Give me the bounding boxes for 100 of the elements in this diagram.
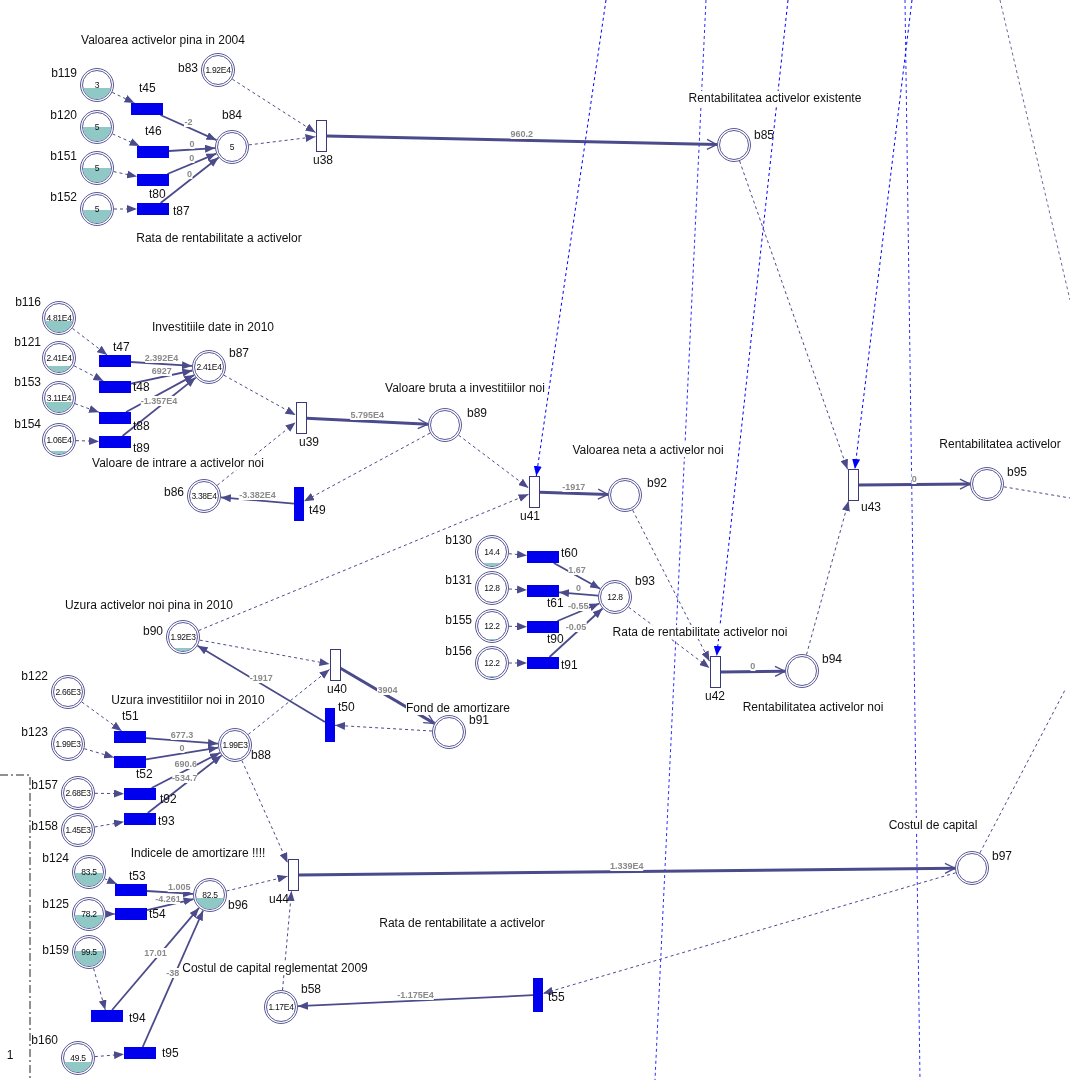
annotation-text: Rata de rentabilitate activelor noi xyxy=(612,625,788,639)
annotation-text: Rentabilitatea activelor noi xyxy=(742,700,884,714)
place-circle xyxy=(608,478,642,512)
token-value: 2.41E4 xyxy=(196,362,222,372)
dashed-arrow xyxy=(241,760,288,864)
token-value: 82.5 xyxy=(202,890,218,900)
token-value: 5 xyxy=(94,122,100,132)
place-circle xyxy=(61,1041,95,1075)
place-circle xyxy=(80,192,114,226)
dashed-arrow xyxy=(112,133,141,147)
node-name-label: b158 xyxy=(31,820,58,833)
dashed-arrow xyxy=(334,721,433,732)
node-name-label: u38 xyxy=(313,154,334,167)
edge-label: -4.261 xyxy=(155,894,181,905)
transition-bar xyxy=(124,1047,156,1059)
token-value: 12.8 xyxy=(607,592,623,602)
transition-bar xyxy=(325,708,335,742)
transition-bar xyxy=(99,381,131,393)
place-circle xyxy=(42,301,76,335)
arc-arrow xyxy=(111,907,200,1011)
node-name-label: t48 xyxy=(133,381,150,394)
place-circle xyxy=(51,727,85,761)
node-name-label: b123 xyxy=(21,726,48,739)
place-circle xyxy=(428,408,462,442)
edge-label: 6927 xyxy=(151,366,172,377)
node-name-label: b130 xyxy=(445,534,472,547)
dashed-arrow xyxy=(93,967,107,1011)
place-circle xyxy=(72,897,106,931)
place-circle xyxy=(42,423,76,457)
place-circle xyxy=(187,479,221,513)
edge-label: 1.339E4 xyxy=(610,860,644,871)
dashed-arrow xyxy=(806,500,850,656)
transition-box xyxy=(709,656,721,688)
node-name-label: b97 xyxy=(992,850,1013,863)
arc-arrow xyxy=(145,737,219,747)
place-circle xyxy=(598,580,632,614)
transition-bar xyxy=(137,203,169,215)
node-name-label: b93 xyxy=(635,575,656,588)
node-name-label: t90 xyxy=(547,633,564,646)
place-circle xyxy=(166,620,200,654)
dashed-line xyxy=(979,689,1066,854)
edge-label: 3904 xyxy=(377,684,398,695)
node-name-label: b120 xyxy=(50,109,77,122)
node-name-label: t61 xyxy=(547,597,564,610)
dashed-arrow xyxy=(199,639,330,667)
transition-bar xyxy=(124,813,156,825)
arc-arrow xyxy=(326,134,718,151)
annotation-text: Uzura activelor noi pina in 2010 xyxy=(64,598,234,612)
node-name-label: b131 xyxy=(445,574,472,587)
node-name-label: b83 xyxy=(177,62,198,75)
node-name-label: b87 xyxy=(229,347,250,360)
place-circle xyxy=(717,128,751,162)
dashed-arrow xyxy=(81,701,123,732)
node-name-label: u39 xyxy=(299,436,320,449)
annotation-text: Costul de capital reglementat 2009 xyxy=(182,961,368,975)
node-name-label: t80 xyxy=(149,188,166,201)
edge-label: 690.6 xyxy=(174,759,197,770)
edge-label: -1917 xyxy=(562,482,586,493)
dashed-arrow xyxy=(104,876,118,885)
transition-bar xyxy=(527,585,559,597)
transition-bar xyxy=(115,908,147,920)
arc-arrow xyxy=(339,666,436,725)
dashed-arrow xyxy=(533,0,607,477)
annotation-text: Indicele de amortizare !!!! xyxy=(130,846,266,860)
node-name-label: b86 xyxy=(163,486,184,499)
token-value: 49.5 xyxy=(70,1053,86,1063)
node-name-label: t93 xyxy=(158,815,175,828)
dashed-line xyxy=(1003,486,1070,499)
token-value: 5 xyxy=(94,204,100,214)
node-name-label: t51 xyxy=(122,710,139,723)
dashed-arrow xyxy=(542,872,957,995)
dashed-arrow xyxy=(852,0,913,470)
annotation-text: Rentabilitatea activelor xyxy=(939,437,1061,451)
edge-label: 0 xyxy=(187,169,193,180)
node-name-label: b122 xyxy=(21,670,48,683)
edge-label: 1.005 xyxy=(167,882,191,893)
place-circle xyxy=(201,53,235,87)
edge-label: -0.55 xyxy=(568,601,589,612)
arc-arrow xyxy=(196,644,326,723)
node-name-label: t87 xyxy=(173,205,190,218)
edge-label: 960.2 xyxy=(510,129,533,140)
node-name-label: t53 xyxy=(129,870,146,883)
edge-label: 0 xyxy=(189,152,195,163)
node-name-label: b160 xyxy=(31,1034,58,1047)
arc-arrow xyxy=(858,478,971,490)
dashed-arrow xyxy=(83,748,115,759)
annotation-text: Rata de rentabilitate a activelor xyxy=(136,231,302,245)
token-value: 2.66E3 xyxy=(55,687,81,697)
dashed-arrow xyxy=(458,434,529,489)
node-name-label: t45 xyxy=(139,82,156,95)
place-circle xyxy=(785,654,819,688)
dashed-arrow xyxy=(216,421,296,486)
dashed-arrow xyxy=(282,890,295,991)
annotation-text: Costul de capital xyxy=(888,818,978,832)
dashed-arrow xyxy=(75,437,100,446)
transition-bar xyxy=(527,657,559,669)
node-name-label: b89 xyxy=(467,407,488,420)
node-name-label: t47 xyxy=(113,341,130,354)
transition-bar xyxy=(527,551,559,563)
token-value: 1.17E4 xyxy=(268,1002,294,1012)
